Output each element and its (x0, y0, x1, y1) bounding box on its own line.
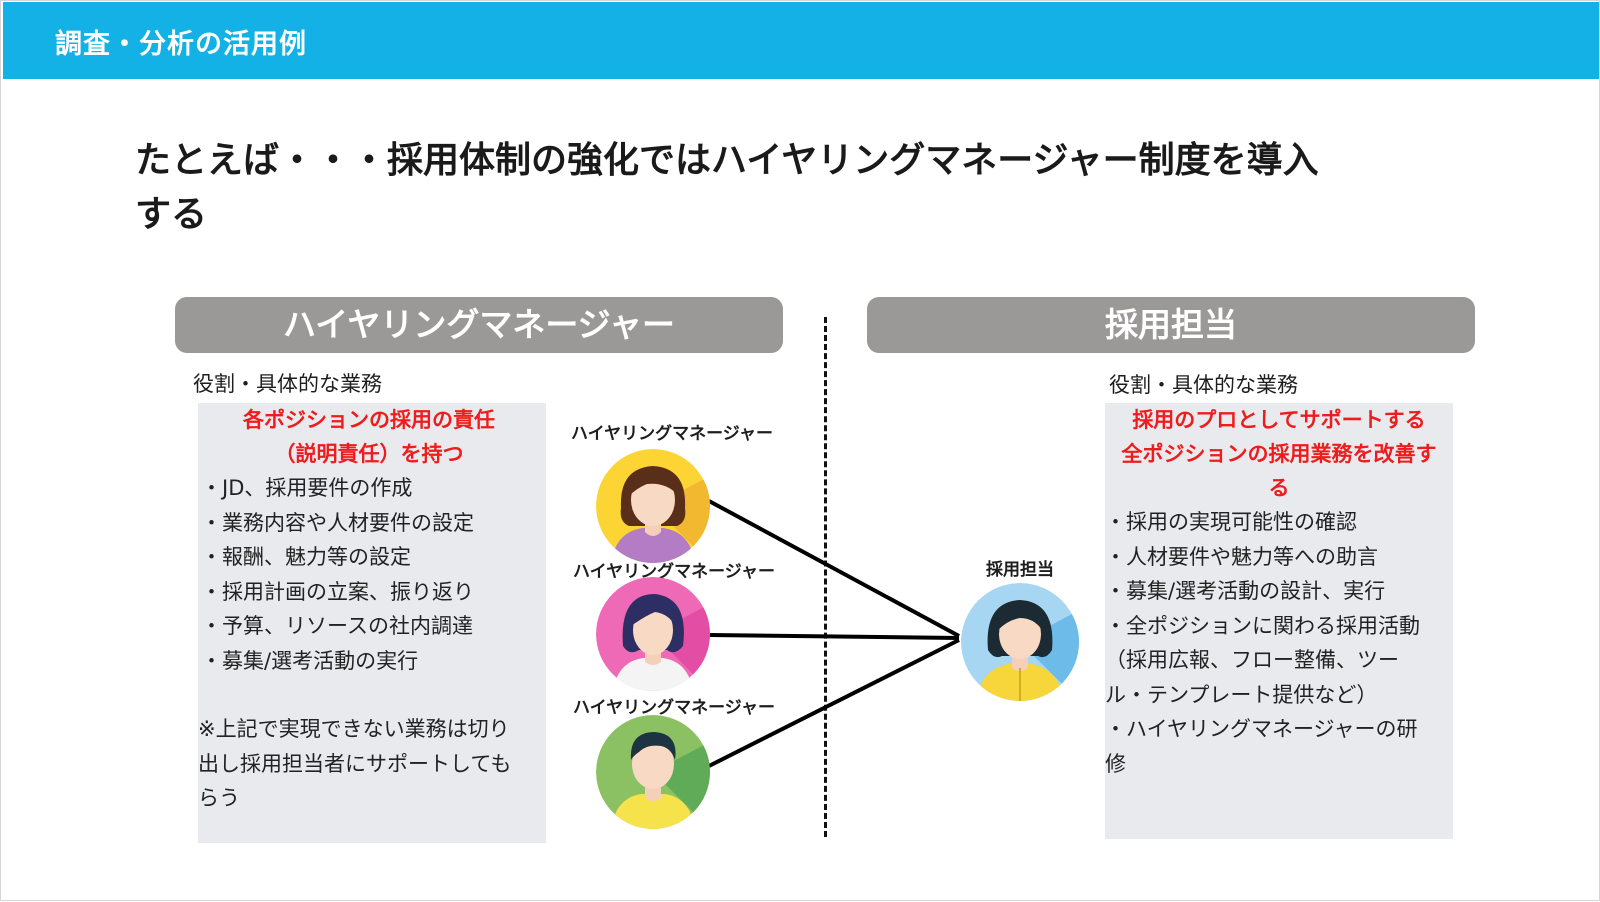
right-highlight-1: 採用のプロとしてサポートする (1132, 408, 1426, 432)
hiring-manager-duties-box: 各ポジションの採用の責任 （説明責任）を持つ ・JD、採用要件の作成 ・業務内容… (198, 403, 546, 843)
connector-line-2 (708, 633, 960, 640)
woman-avatar-icon (596, 449, 710, 563)
right-item: ・募集/選考活動の設計、実行 (1105, 579, 1386, 603)
right-item: ・全ポジションに関わる採用活動 (1105, 613, 1420, 638)
left-item: ・採用計画の立案、振り返り (201, 579, 474, 604)
recruiter-duties-box: 採用のプロとしてサポートする 全ポジションの採用業務を改善す る ・採用の実現可… (1105, 403, 1453, 839)
right-highlight-2: 全ポジションの採用業務を改善す (1121, 442, 1437, 466)
manager-label-3: ハイヤリングマネージャー (573, 698, 775, 718)
woman-avatar-icon (596, 577, 710, 691)
left-item: ・業務内容や人材要件の設定 (201, 510, 474, 535)
right-item: ・ハイヤリングマネージャーの研 (1105, 717, 1418, 741)
recruiter-avatar-icon (961, 583, 1079, 701)
header-title: 調査・分析の活用例 (55, 29, 307, 60)
left-highlight-2: （説明責任）を持つ (274, 442, 464, 466)
headline-line-2: する (135, 194, 208, 235)
left-role-label: 役割・具体的な業務 (193, 372, 382, 396)
right-item: ル・テンプレート提供など） (1105, 682, 1378, 707)
headline-line-1: たとえば・・・採用体制の強化ではハイヤリングマネージャー制度を導入 (135, 140, 1319, 181)
dashed-divider (824, 317, 827, 837)
left-note: ※上記で実現できない業務は切り 出し採用担当者にサポートしても らう (198, 712, 540, 816)
manager-label-1: ハイヤリングマネージャー (571, 424, 773, 444)
hiring-manager-pill: ハイヤリングマネージャー (175, 297, 783, 353)
right-item: ・採用の実現可能性の確認 (1105, 510, 1357, 534)
left-highlight-1: 各ポジションの採用の責任 (243, 408, 495, 432)
left-item: ・JD、採用要件の作成 (201, 476, 413, 500)
left-item: ・報酬、魅力等の設定 (201, 545, 411, 569)
left-note-line: ※上記で実現できない業務は切り (198, 717, 510, 741)
left-note-line: らう (198, 786, 240, 810)
connector-line-1 (708, 499, 960, 638)
right-item: 修 (1105, 751, 1126, 776)
right-highlight-3: る (1268, 476, 1290, 500)
right-item: （採用広報、フロー整備、ツー (1105, 648, 1399, 672)
recruiter-label: 採用担当 (986, 560, 1054, 580)
right-item: ・人材要件や魅力等への助言 (1105, 544, 1378, 569)
right-role-label: 役割・具体的な業務 (1109, 373, 1298, 397)
header-bar: 調査・分析の活用例 (3, 2, 1599, 79)
man-avatar-icon (596, 715, 710, 829)
left-note-line: 出し採用担当者にサポートしても (198, 751, 512, 776)
manager-label-2: ハイヤリングマネージャー (573, 562, 775, 582)
left-item: ・募集/選考活動の実行 (201, 648, 419, 673)
left-item: ・予算、リソースの社内調達 (201, 614, 473, 638)
recruiter-pill: 採用担当 (867, 297, 1475, 353)
connector-line-3 (708, 638, 960, 768)
headline: たとえば・・・採用体制の強化ではハイヤリングマネージャー制度を導入 する (135, 134, 1475, 242)
